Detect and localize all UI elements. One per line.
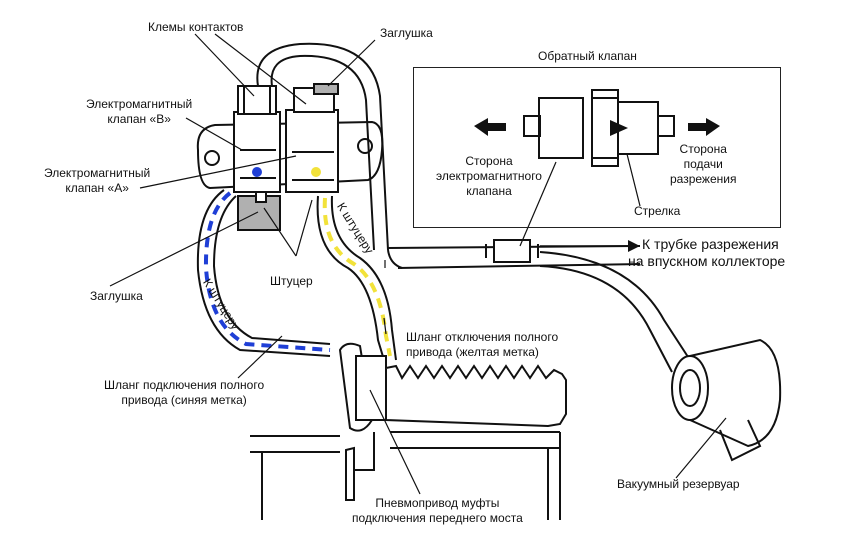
loop-hose — [256, 42, 389, 251]
label-vacuum-side: Сторона подачи разрежения — [670, 142, 737, 186]
label-hose-connect: Шланг подключения полного привода (синяя… — [104, 378, 265, 407]
label-actuator: Пневмопривод муфты подключения переднего… — [352, 496, 523, 525]
blue-mark-dot — [252, 167, 262, 177]
bracket-hole-left — [204, 150, 220, 166]
plug-top-cap — [313, 83, 339, 95]
blue-stripe — [203, 191, 331, 352]
label-arrow: Стрелка — [634, 204, 681, 218]
vacuum-reservoir — [671, 355, 709, 421]
label-solenoid-side: Сторона электромагнитного клапана — [436, 154, 542, 198]
reservoir-hose — [539, 265, 673, 373]
yellow-stripe — [322, 197, 392, 357]
label-to-vacuum-pipe: К трубке разрежения на впускном коллекто… — [628, 236, 786, 269]
bracket-hole-right — [357, 138, 373, 154]
hose-blue — [196, 189, 331, 357]
axle-frame — [250, 431, 561, 520]
check-valve-body — [538, 97, 584, 159]
label-plug-top: Заглушка — [380, 26, 433, 40]
label-plug-bottom: Заглушка — [90, 289, 143, 303]
inline-check-valve — [493, 239, 531, 263]
yellow-mark-dot — [311, 167, 321, 177]
solenoid-valve-b — [233, 111, 281, 193]
label-solenoid-a: Электромагнитный клапан «A» — [44, 166, 151, 195]
arrow-right-icon — [688, 118, 720, 136]
arrow-left-icon — [474, 118, 506, 136]
actuator-bellows — [385, 364, 567, 428]
label-terminals: Клемы контактов — [148, 20, 244, 34]
hose-yellow — [316, 195, 385, 361]
label-fitting: Штуцер — [270, 274, 313, 288]
check-valve-arrow-mark — [610, 120, 628, 136]
label-solenoid-b: Электромагнитный клапан «B» — [86, 97, 193, 126]
label-check-valve-title: Обратный клапан — [538, 49, 637, 63]
check-valve-inset — [413, 67, 781, 228]
label-vacuum-reservoir: Вакуумный резервуар — [617, 477, 740, 491]
label-hose-disconnect: Шланг отключения полного привода (желтая… — [406, 330, 559, 359]
reservoir-bracket — [719, 419, 762, 462]
